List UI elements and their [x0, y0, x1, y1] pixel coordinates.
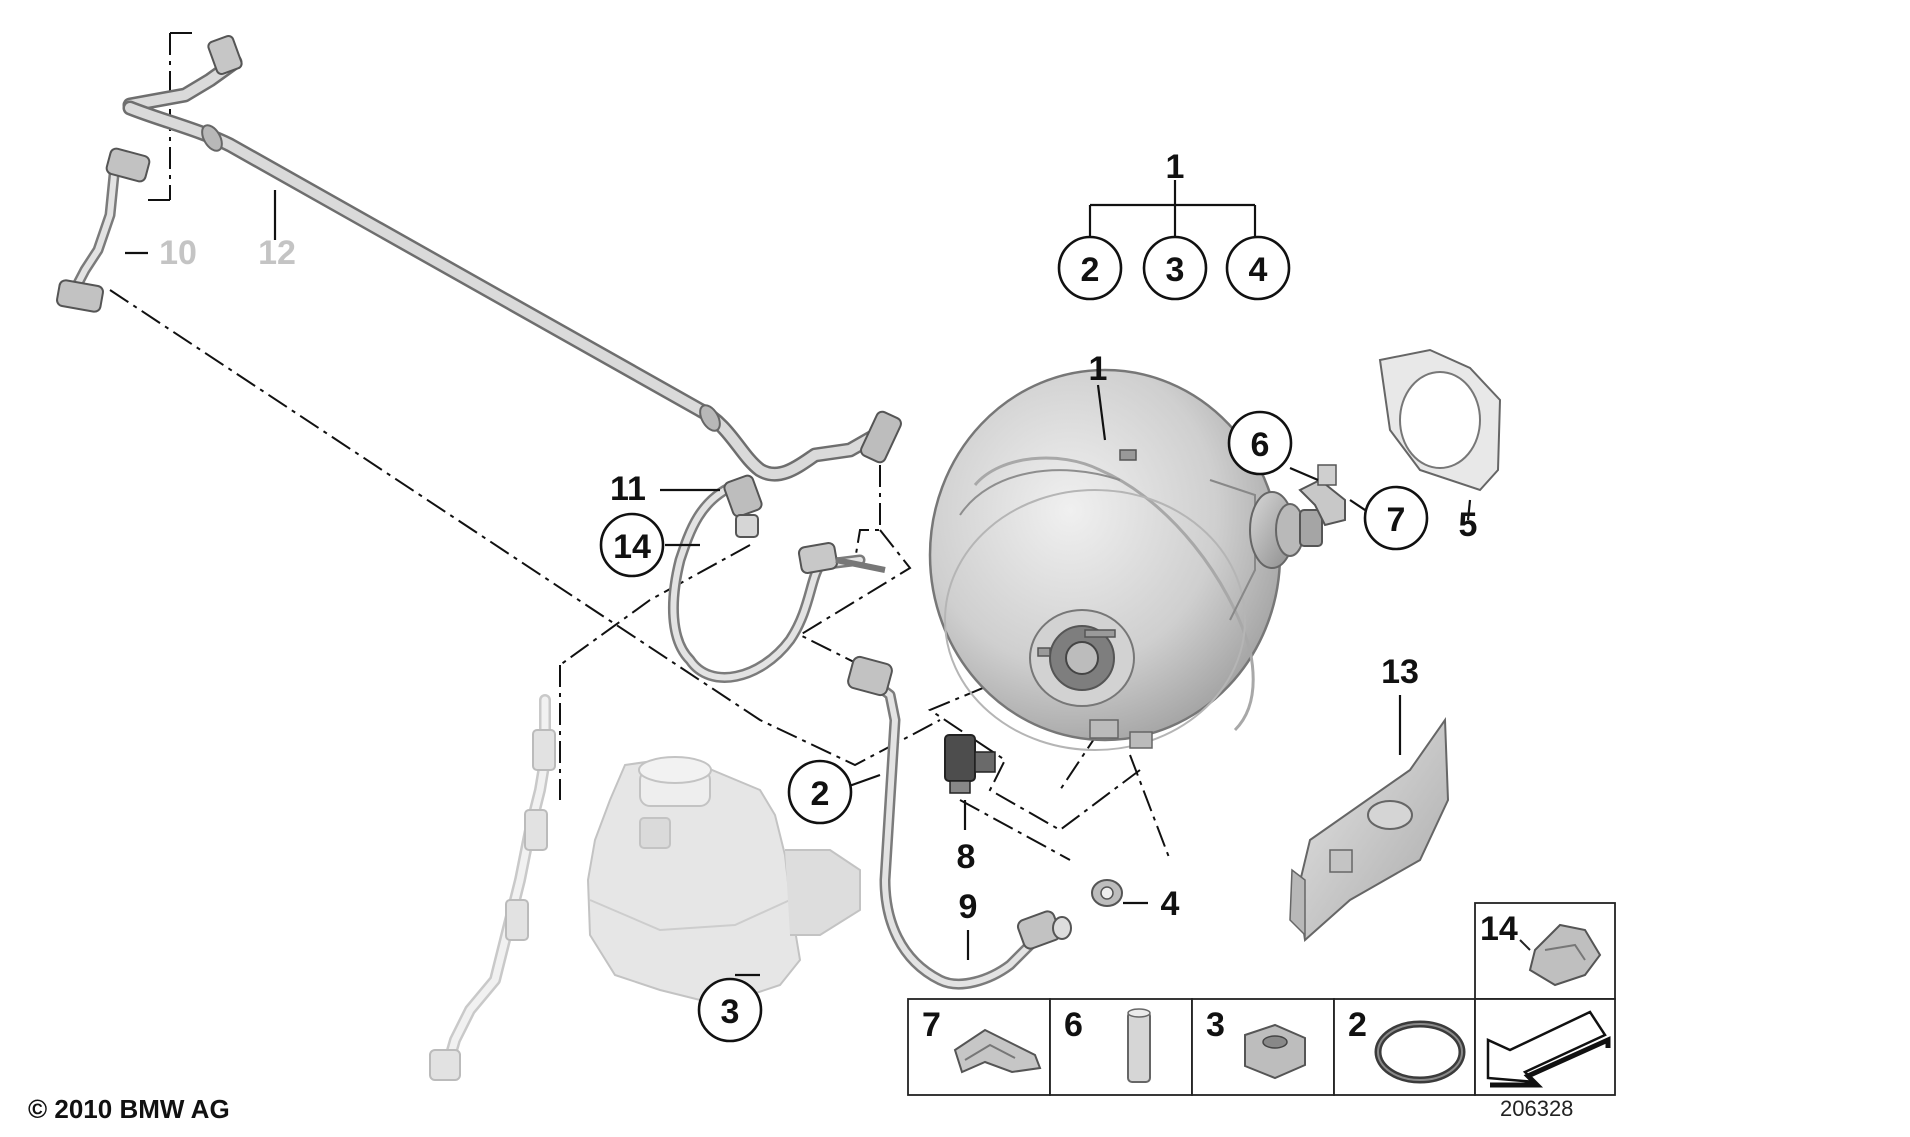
- callout-4-group: 4: [1249, 251, 1268, 289]
- gasket: [1378, 348, 1502, 492]
- pressure-sensor: [944, 734, 996, 794]
- table-cell-6: [1049, 998, 1193, 1096]
- callout-group: 1 2 3 4: [1057, 148, 1291, 301]
- ghost-line-left: [429, 694, 556, 1081]
- callout-reservoir-3: 3: [721, 993, 740, 1031]
- parts-table: 14 7 6 3 2: [907, 902, 1616, 1096]
- callout-pin: 6: [1251, 426, 1270, 464]
- booster-clip: [1298, 464, 1346, 527]
- table-label-3: 3: [1206, 1006, 1225, 1044]
- callout-gasket: 5: [1459, 506, 1478, 544]
- table-cell-7: [907, 998, 1051, 1096]
- callout-2-group: 2: [1081, 251, 1100, 289]
- brake-booster: [928, 368, 1323, 751]
- nut-icon: [1244, 1023, 1306, 1080]
- vacuum-line-9: [847, 655, 1072, 990]
- clamp-icon: [1519, 923, 1602, 987]
- vacuum-pipe-upper: [122, 34, 902, 482]
- table-label-2: 2: [1348, 1006, 1367, 1044]
- arrow-icon: [1486, 1010, 1611, 1088]
- callout-main: 1 6 7 5 13 11 14 10 12 2 8 9 4 3: [159, 234, 1478, 1043]
- pin-icon: [1127, 1008, 1151, 1083]
- bracket: [1289, 716, 1450, 942]
- callout-sensor: 8: [957, 838, 976, 876]
- brake-fluid-reservoir: [586, 756, 861, 1007]
- vacuum-hose-left: [56, 147, 151, 313]
- callout-clamp: 14: [613, 528, 651, 566]
- copyright: © 2010 BMW AG: [28, 1094, 230, 1124]
- callout-hose-11: 11: [610, 470, 646, 508]
- callout-booster: 1: [1089, 350, 1108, 388]
- table-label-14: 14: [1480, 910, 1518, 948]
- callout-clip: 7: [1387, 501, 1406, 539]
- callout-10: 10: [159, 234, 197, 272]
- callout-bracket: 13: [1381, 653, 1419, 691]
- diagram-number: 206328: [1500, 1096, 1573, 1121]
- vacuum-hose-11: [668, 474, 886, 683]
- o-ring-icon: [1374, 1020, 1466, 1084]
- callout-vac-line-9: 9: [959, 888, 978, 926]
- callout-3-group: 3: [1166, 251, 1185, 289]
- callout-1-group: 1: [1166, 148, 1185, 186]
- table-label-6: 6: [1064, 1006, 1083, 1044]
- nut: [1091, 879, 1123, 907]
- table-label-7: 7: [922, 1006, 941, 1044]
- leader-lines: [125, 180, 1472, 977]
- callout-line-2: 2: [811, 775, 830, 813]
- clip-icon: [953, 1028, 1042, 1074]
- callout-nut-4: 4: [1161, 885, 1180, 923]
- callout-12: 12: [258, 234, 296, 272]
